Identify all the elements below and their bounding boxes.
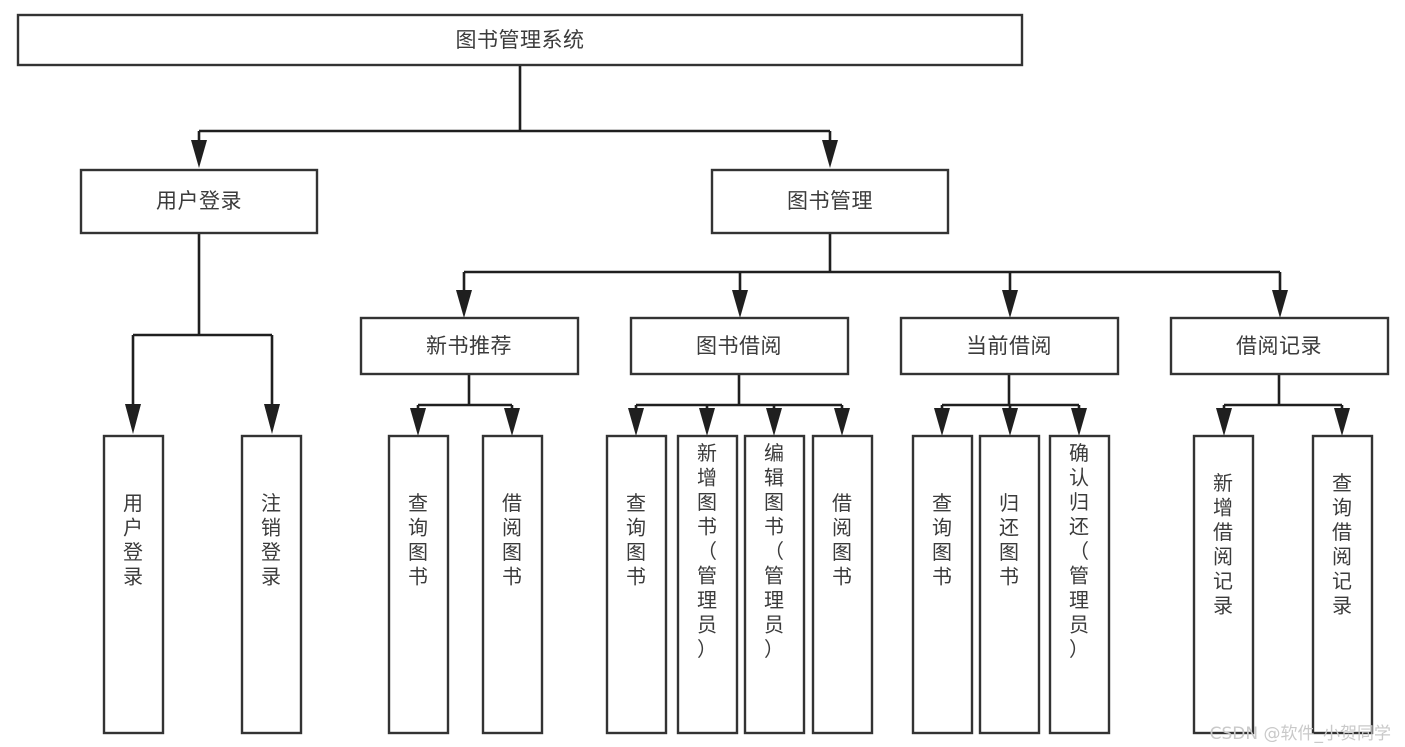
node-leaf-query-book-1-label: 查询图书 — [408, 491, 428, 589]
node-leaf-return-book[interactable]: 归还图书 — [978, 434, 1041, 735]
node-new-book-recommend-label: 新书推荐 — [426, 334, 512, 358]
node-user-login[interactable]: 用户登录 — [79, 168, 319, 235]
node-root-label: 图书管理系统 — [456, 28, 585, 52]
connector-group-new-book — [410, 374, 520, 436]
arrow-borrow-leaf-1 — [628, 408, 644, 436]
node-leaf-return-book-box[interactable] — [978, 434, 1041, 735]
node-leaf-edit-book-admin-label: 编辑图书（管理员） — [764, 441, 784, 661]
node-borrow-record-label: 借阅记录 — [1236, 334, 1322, 358]
node-leaf-confirm-return-admin-box[interactable] — [1048, 434, 1111, 735]
arrow-borrow-leaf-2 — [699, 408, 715, 436]
node-user-login-box[interactable] — [79, 168, 319, 235]
connector-group-current-borrow — [934, 374, 1087, 436]
node-leaf-query-book-1[interactable]: 查询图书 — [387, 434, 450, 735]
node-leaf-return-book-label: 归还图书 — [999, 491, 1019, 589]
node-leaf-borrow-book-2-box[interactable] — [811, 434, 874, 735]
node-leaf-add-borrow-record-label: 新增借阅记录 — [1213, 471, 1233, 618]
node-leaf-confirm-return-admin[interactable]: 确认归还（管理员） — [1048, 434, 1111, 735]
node-root[interactable]: 图书管理系统 — [16, 13, 1024, 67]
arrow-user-leaf-2 — [264, 404, 280, 434]
node-leaf-query-book-3-box[interactable] — [911, 434, 974, 735]
node-current-borrow-label: 当前借阅 — [966, 334, 1052, 358]
arrow-root-to-user — [191, 140, 207, 168]
node-book-management-label: 图书管理 — [787, 189, 873, 213]
arrow-record-leaf-2 — [1334, 408, 1350, 436]
node-borrow-record[interactable]: 借阅记录 — [1169, 316, 1390, 376]
node-leaf-add-borrow-record-box[interactable] — [1192, 434, 1255, 735]
connector-group-borrow — [628, 374, 850, 436]
node-book-management[interactable]: 图书管理 — [710, 168, 950, 235]
arrow-record-leaf-1 — [1216, 408, 1232, 436]
node-leaf-edit-book-admin-box[interactable] — [743, 434, 806, 735]
node-book-borrow-box[interactable] — [629, 316, 850, 376]
connector-group-book-manage — [456, 233, 1288, 318]
node-user-login-label: 用户登录 — [156, 189, 242, 213]
node-leaf-add-book-admin-box[interactable] — [676, 434, 739, 735]
node-new-book-recommend[interactable]: 新书推荐 — [359, 316, 580, 376]
node-leaf-logout[interactable]: 注销登录 — [240, 434, 303, 735]
node-new-book-recommend-box[interactable] — [359, 316, 580, 376]
node-book-borrow[interactable]: 图书借阅 — [629, 316, 850, 376]
arrow-book-child-3 — [1002, 290, 1018, 318]
node-leaf-add-book-admin-label: 新增图书（管理员） — [697, 441, 717, 661]
node-leaf-query-book-3[interactable]: 查询图书 — [911, 434, 974, 735]
node-book-management-box[interactable] — [710, 168, 950, 235]
node-leaf-add-borrow-record[interactable]: 新增借阅记录 — [1192, 434, 1255, 735]
node-leaf-borrow-book-1-label: 借阅图书 — [502, 491, 522, 589]
arrow-book-child-1 — [456, 290, 472, 318]
connector-group-user-login — [125, 233, 280, 434]
node-leaf-query-book-2-label: 查询图书 — [626, 491, 646, 589]
csdn-watermark: CSDN @软件_小贺同学 — [1209, 724, 1391, 744]
arrow-current-leaf-1 — [934, 408, 950, 436]
arrow-current-leaf-2 — [1002, 408, 1018, 436]
node-leaf-edit-book-admin[interactable]: 编辑图书（管理员） — [743, 434, 806, 735]
node-leaf-confirm-return-admin-label: 确认归还（管理员） — [1069, 441, 1089, 661]
arrow-borrow-leaf-3 — [766, 408, 782, 436]
node-leaf-logout-box[interactable] — [240, 434, 303, 735]
arrow-root-to-book — [822, 140, 838, 168]
node-leaf-user-login[interactable]: 用户登录 — [102, 434, 165, 735]
node-leaf-borrow-book-1-box[interactable] — [481, 434, 544, 735]
node-leaf-user-login-box[interactable] — [102, 434, 165, 735]
node-leaf-add-book-admin[interactable]: 新增图书（管理员） — [676, 434, 739, 735]
node-leaf-query-borrow-record[interactable]: 查询借阅记录 — [1311, 434, 1374, 735]
arrow-newbook-leaf-1 — [410, 408, 426, 436]
connector-group-borrow-record — [1216, 374, 1350, 436]
arrow-borrow-leaf-4 — [834, 408, 850, 436]
node-leaf-borrow-book-2[interactable]: 借阅图书 — [811, 434, 874, 735]
node-leaf-user-login-label: 用户登录 — [123, 491, 143, 589]
node-leaf-query-borrow-record-label: 查询借阅记录 — [1332, 471, 1352, 618]
arrow-book-child-4 — [1272, 290, 1288, 318]
node-leaf-borrow-book-2-label: 借阅图书 — [832, 491, 852, 589]
node-current-borrow-box[interactable] — [899, 316, 1120, 376]
arrow-newbook-leaf-2 — [504, 408, 520, 436]
node-borrow-record-box[interactable] — [1169, 316, 1390, 376]
node-leaf-query-borrow-record-box[interactable] — [1311, 434, 1374, 735]
node-leaf-query-book-2[interactable]: 查询图书 — [605, 434, 668, 735]
node-current-borrow[interactable]: 当前借阅 — [899, 316, 1120, 376]
node-root-box[interactable] — [16, 13, 1024, 67]
node-leaf-query-book-3-label: 查询图书 — [932, 491, 952, 589]
node-leaf-query-book-1-box[interactable] — [387, 434, 450, 735]
connector-group-root — [191, 65, 838, 168]
node-book-borrow-label: 图书借阅 — [696, 334, 782, 358]
node-leaf-borrow-book-1[interactable]: 借阅图书 — [481, 434, 544, 735]
arrow-user-leaf-1 — [125, 404, 141, 434]
node-leaf-query-book-2-box[interactable] — [605, 434, 668, 735]
arrow-book-child-2 — [732, 290, 748, 318]
node-leaf-logout-label: 注销登录 — [261, 491, 281, 589]
arrow-current-leaf-3 — [1071, 408, 1087, 436]
